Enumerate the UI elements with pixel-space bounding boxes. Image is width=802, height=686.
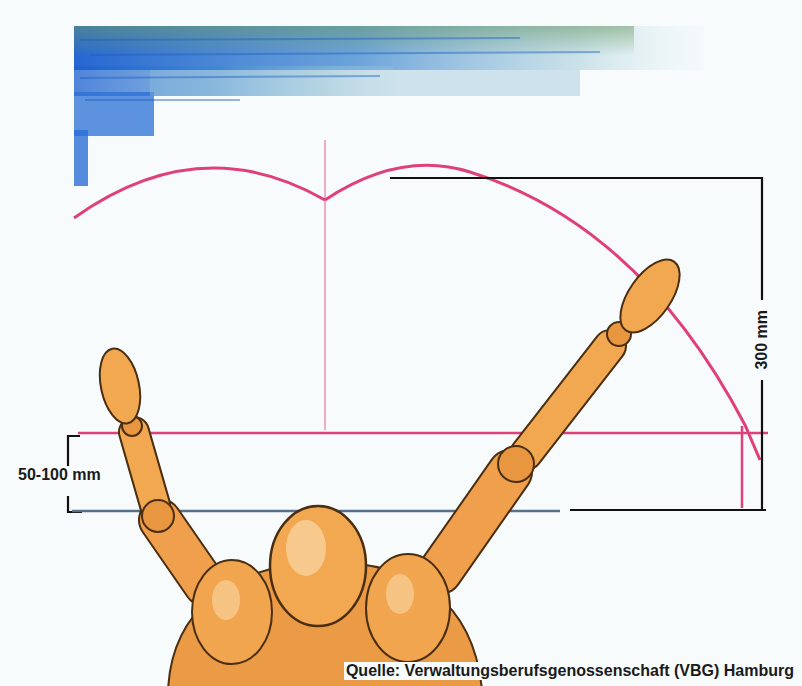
source-caption: Quelle: Verwaltungsberufsgenossenschaft … bbox=[344, 662, 796, 680]
mannequin bbox=[94, 250, 692, 686]
dimension-label-vertical: 300 mm bbox=[753, 308, 771, 372]
dimension-label: 50-100 mm bbox=[16, 466, 103, 484]
desk-surface bbox=[74, 26, 704, 186]
reach-arcs bbox=[74, 140, 768, 508]
dimension-lines bbox=[68, 178, 766, 512]
